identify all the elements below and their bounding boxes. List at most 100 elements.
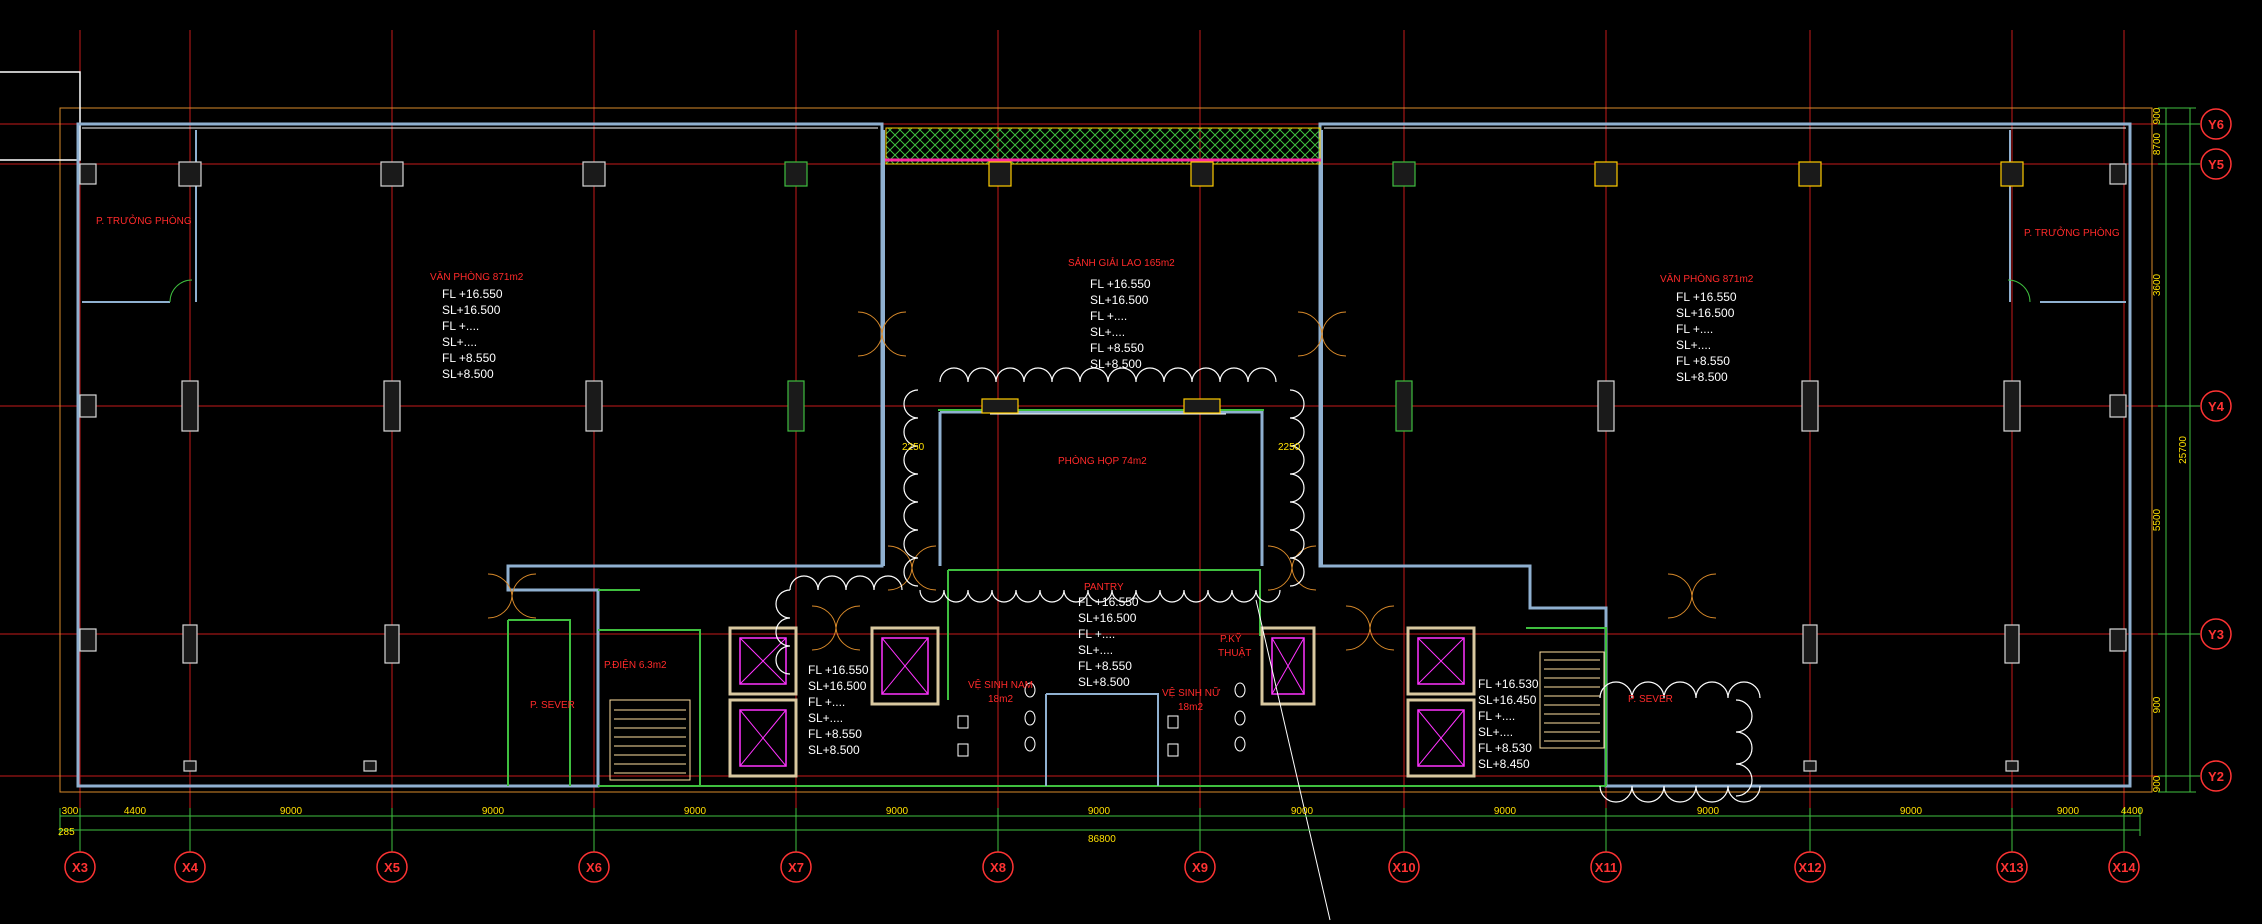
dim-label-right-total: 25700 xyxy=(2178,436,2189,464)
level-tags-right-core: FL +16.530 SL+16.450 FL +.... SL+.... FL… xyxy=(1478,677,1539,771)
elevator-car xyxy=(739,637,787,685)
axis-label-x: X11 xyxy=(1595,860,1617,875)
column xyxy=(1803,760,1817,772)
axis-bubble-y xyxy=(2200,618,2232,650)
wc-fixture xyxy=(1024,736,1036,752)
axis-label-y: Y5 xyxy=(2208,157,2224,172)
column xyxy=(2004,624,2020,664)
dim-label-bottom: 9000 xyxy=(1088,806,1111,817)
axis-bubble-y xyxy=(2200,390,2232,422)
level-fl-16550: FL +16.550 xyxy=(1676,290,1737,304)
axis-label-y: Y6 xyxy=(2208,117,2224,132)
column xyxy=(585,380,603,432)
column xyxy=(79,628,97,652)
level-sl-8450: SL+8.450 xyxy=(1478,757,1530,771)
level-tags-left-office: FL +16.550 SL+16.500 FL +.... SL+.... FL… xyxy=(442,287,503,381)
axis-label-y: Y3 xyxy=(2208,627,2224,642)
axis-label-y: Y4 xyxy=(2208,399,2225,414)
level-fl-16550: FL +16.550 xyxy=(1090,277,1151,291)
level-sl-16500: SL+16.500 xyxy=(1078,611,1137,625)
axis-bubble-x xyxy=(64,851,96,883)
column xyxy=(79,163,97,185)
wc-fixture xyxy=(1024,682,1036,698)
revision-cloud xyxy=(939,367,1277,383)
room-label-van-phong-right: VĂN PHÒNG 871m2 xyxy=(1660,272,1754,285)
column xyxy=(181,380,199,432)
elevator-car xyxy=(881,637,929,695)
axis-label-x: X13 xyxy=(2000,860,2023,875)
revision-cloud xyxy=(775,589,791,675)
column xyxy=(380,161,404,187)
column xyxy=(182,624,198,664)
level-fl-16550: FL +16.550 xyxy=(808,663,869,677)
level-sl-16500: SL+16.500 xyxy=(1090,293,1149,307)
elevator-shaft xyxy=(1406,626,1476,696)
room-label-p-ky-thuat: P.KỸ xyxy=(1220,632,1242,645)
dim-small-left: 285 xyxy=(58,827,75,838)
level-fl-dots: FL +.... xyxy=(1478,709,1515,723)
dim-label-right: 5500 xyxy=(2152,508,2163,531)
elevator-cross xyxy=(739,637,787,685)
column xyxy=(384,624,400,664)
elevator-cross xyxy=(739,709,787,767)
elevator-shafts xyxy=(728,626,1476,778)
level-sl-dots: SL+.... xyxy=(442,335,477,349)
level-sl-8500: SL+8.500 xyxy=(442,367,494,381)
level-tags-right-office: FL +16.550 SL+16.500 FL +.... SL+.... FL… xyxy=(1676,290,1737,384)
axis-label-x: X10 xyxy=(1392,860,1415,875)
axis-bubble-x xyxy=(1388,851,1420,883)
dim-opening-right: 2250 xyxy=(1278,442,1301,453)
axis-bubble-x xyxy=(2108,851,2140,883)
dim-label-bottom: 4400 xyxy=(2121,806,2144,817)
level-fl-8550: FL +8.550 xyxy=(1078,659,1132,673)
dim-label-right: 8700 xyxy=(2152,132,2163,155)
room-label-p-dien: P.ĐIỆN 6.3m2 xyxy=(604,658,667,671)
axis-bubble-x xyxy=(1184,851,1216,883)
axis-label-x: X4 xyxy=(182,860,199,875)
column xyxy=(1392,161,1416,187)
level-sl-dots: SL+.... xyxy=(1090,325,1125,339)
revision-cloud xyxy=(919,589,1281,603)
door-swing xyxy=(169,279,2031,303)
elevator-shaft xyxy=(1406,698,1476,778)
column xyxy=(787,380,805,432)
level-sl-8500: SL+8.500 xyxy=(1078,675,1130,689)
level-sl-16450: SL+16.450 xyxy=(1478,693,1537,707)
level-sl-dots: SL+.... xyxy=(1676,338,1711,352)
axis-bubble-x xyxy=(376,851,408,883)
column xyxy=(2005,760,2019,772)
column xyxy=(79,394,97,418)
axis-bubble-x xyxy=(174,851,206,883)
wc-fixture xyxy=(1234,736,1246,752)
axis-bubble-x xyxy=(1996,851,2028,883)
level-fl-dots: FL +.... xyxy=(1090,309,1127,323)
level-sl-dots: SL+.... xyxy=(1478,725,1513,739)
room-label-phong-hop: PHÒNG HỌP 74m2 xyxy=(1058,454,1147,467)
dim-label-bottom: 9000 xyxy=(886,806,909,817)
room-labels: P. TRƯỞNG PHÒNG P. TRƯỞNG PHÒNG VĂN PHÒN… xyxy=(96,214,2120,713)
revision-cloud xyxy=(1289,389,1305,587)
column xyxy=(363,760,377,772)
double-door xyxy=(1267,545,1317,591)
column xyxy=(1395,380,1413,432)
room-label-pantry: PANTRY xyxy=(1084,582,1124,593)
axis-bubble-x xyxy=(1590,851,1622,883)
level-sl-16500: SL+16.500 xyxy=(442,303,501,317)
axis-bubble-x xyxy=(982,851,1014,883)
wc-fixture xyxy=(1234,682,1246,698)
dim-label-bottom: 9000 xyxy=(2057,806,2080,817)
column xyxy=(1183,398,1221,414)
level-tags-atrium: FL +16.550 SL+16.500 FL +.... SL+.... FL… xyxy=(1090,277,1151,371)
axis-bubble-x xyxy=(578,851,610,883)
dim-label-bottom: 9000 xyxy=(684,806,707,817)
column xyxy=(178,161,202,187)
elevator-shaft xyxy=(870,626,940,706)
dim-label-right: 3600 xyxy=(2152,273,2163,296)
column xyxy=(582,161,606,187)
column xyxy=(1802,624,1818,664)
axis-bubble-y xyxy=(2200,108,2232,140)
room-label-sanh-giai-lao: SẢNH GIẢI LAO 165m2 xyxy=(1068,256,1175,269)
axis-bubble-y xyxy=(2200,148,2232,180)
room-label-p-sever-right: P. SEVER xyxy=(1628,694,1673,705)
